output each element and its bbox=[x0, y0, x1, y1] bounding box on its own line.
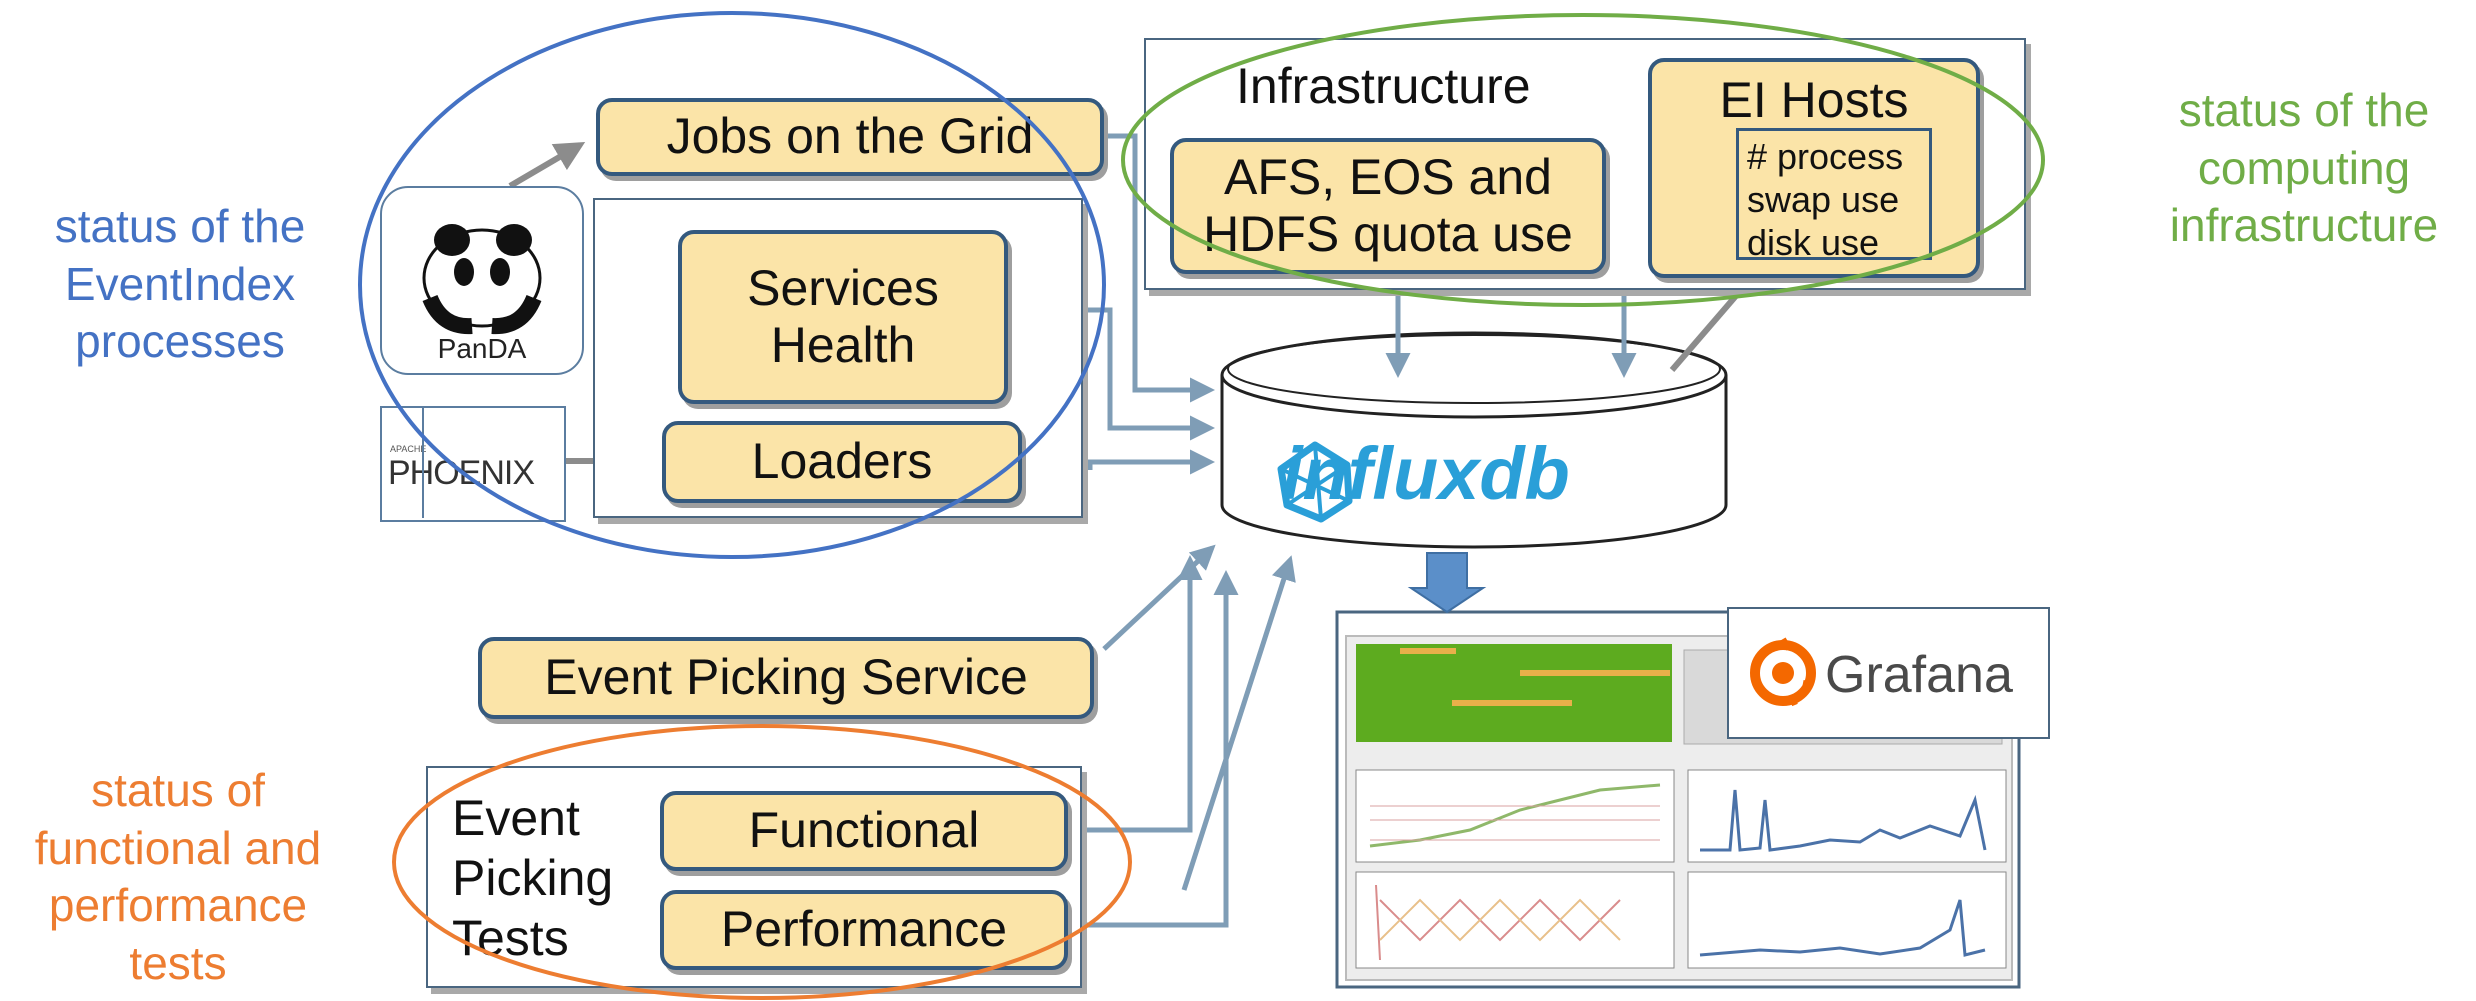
quota-line2: HDFS quota use bbox=[1203, 206, 1573, 262]
functional-box: Functional bbox=[660, 791, 1068, 871]
phoenix-divider bbox=[422, 408, 424, 518]
note-line: computing bbox=[2197, 141, 2411, 194]
grafana-label: Grafana bbox=[1825, 646, 2013, 704]
event-picking-service-box: Event Picking Service bbox=[478, 637, 1094, 719]
influxdb-logo-icon bbox=[1277, 441, 1353, 523]
loaders-box: Loaders bbox=[662, 421, 1022, 503]
influxdb-label: influxdb bbox=[1282, 432, 1570, 515]
event-picking-tests-line: Event bbox=[452, 790, 580, 846]
grafana-logo: Grafana bbox=[1727, 607, 2050, 739]
panda-label: PanDA bbox=[437, 333, 527, 364]
note-line: processes bbox=[75, 315, 285, 367]
note-line: performance bbox=[48, 879, 308, 931]
event-picking-tests-label: Event Picking Tests bbox=[452, 788, 613, 968]
event-picking-tests-line: Tests bbox=[452, 910, 569, 966]
ei-hosts-item: disk use bbox=[1747, 222, 1880, 264]
note-line: infrastructure bbox=[2169, 199, 2439, 251]
performance-box: Performance bbox=[660, 890, 1068, 970]
phoenix-logo: APACHE PHOENIX bbox=[380, 406, 566, 522]
services-health-line2: Health bbox=[770, 317, 916, 373]
services-health-line1: Services bbox=[747, 259, 939, 316]
note-line: tests bbox=[129, 936, 227, 989]
note-line: status of the bbox=[54, 200, 306, 252]
jobs-on-the-grid-box: Jobs on the Grid bbox=[596, 98, 1104, 176]
note-line: status of the bbox=[2178, 84, 2430, 136]
influx-to-grafana-arrow bbox=[1407, 552, 1487, 614]
note-line: status of bbox=[91, 764, 265, 816]
eventindex-status-note: status of the EventIndex processes bbox=[30, 198, 330, 371]
panda-icon bbox=[422, 224, 542, 335]
ei-hosts-item: # process bbox=[1747, 136, 1904, 177]
note-line: EventIndex bbox=[64, 257, 296, 310]
services-health-box: Services Health bbox=[678, 230, 1008, 404]
grafana-icon bbox=[1750, 637, 1816, 707]
ei-hosts-title: EI Hosts bbox=[1719, 72, 1909, 128]
panda-logo: PanDA bbox=[380, 186, 584, 375]
note-line: functional and bbox=[34, 821, 322, 874]
phoenix-label: PHOENIX bbox=[388, 454, 535, 492]
ei-hosts-item: swap use bbox=[1747, 179, 1900, 221]
infrastructure-title: Infrastructure bbox=[1236, 58, 1531, 114]
infrastructure-status-note: status of the computing infrastructure bbox=[2144, 82, 2464, 255]
phoenix-apache-label: APACHE bbox=[390, 444, 427, 454]
quota-box: AFS, EOS and HDFS quota use bbox=[1170, 138, 1606, 274]
tests-status-note: status of functional and performance tes… bbox=[0, 762, 356, 992]
quota-line1: AFS, EOS and bbox=[1224, 148, 1552, 205]
ei-hosts-list: # process swap use disk use bbox=[1736, 128, 1932, 263]
event-picking-tests-line: Picking bbox=[452, 850, 614, 906]
